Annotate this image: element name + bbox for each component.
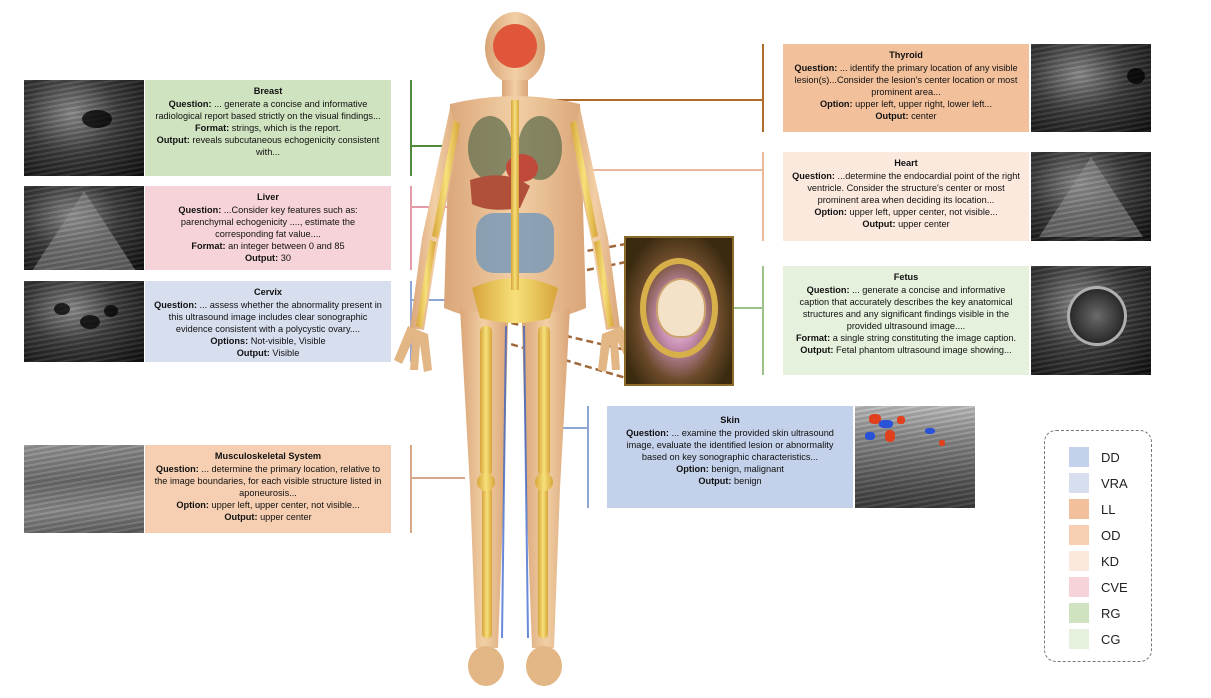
spine-shape: [511, 100, 519, 290]
right-hand-shape: [394, 326, 432, 372]
legend-swatch: [1069, 603, 1089, 623]
thyroid-ultrasound-image: [1031, 44, 1151, 132]
fetus-ultrasound-image: [1031, 266, 1151, 375]
panel-title: Heart: [894, 158, 918, 168]
thyroid-panel: Thyroid Question: ... identify the prima…: [783, 44, 1151, 132]
fetus-text-box: Fetus Question: ... generate a concise a…: [783, 266, 1029, 375]
right-lung-shape: [468, 116, 512, 180]
msk-ultrasound-image: [24, 445, 144, 533]
left-forearm-shape: [594, 240, 614, 328]
right-tibia-shape: [482, 488, 492, 638]
heart-text-box: Heart Question: ...determine the endocar…: [783, 152, 1029, 241]
output-line: Output: Fetal phantom ultrasound image s…: [800, 345, 1012, 355]
panel-title: Skin: [720, 415, 740, 425]
breast-text-box: Breast Question: ... generate a concise …: [145, 80, 391, 176]
left-tibia-shape: [538, 488, 548, 638]
output-line: Output: Visible: [236, 348, 300, 358]
legend-label: KD: [1101, 553, 1120, 569]
legend-item-kd: KD: [1069, 551, 1119, 571]
left-foot-shape: [526, 646, 562, 686]
output-line: Output: upper center: [224, 512, 312, 522]
question-line: Question: ... examine the provided skin …: [626, 428, 834, 462]
legend-swatch: [1069, 447, 1089, 467]
legend-label: OD: [1101, 527, 1121, 543]
output-line: Output: benign: [698, 476, 762, 486]
format-line: Format: an integer between 0 and 85: [191, 241, 345, 251]
option-line: Option: upper left, upper center, not vi…: [814, 207, 998, 217]
right-femur-shape: [480, 326, 492, 476]
output-line: Output: reveals subcutaneous echogenicit…: [156, 135, 380, 157]
legend-item-ll: LL: [1069, 499, 1115, 519]
skin-ultrasound-image: [855, 406, 975, 508]
brain-shape: [493, 24, 537, 68]
legend-label: CG: [1101, 631, 1121, 647]
question-line: Question: ...determine the endocardial p…: [792, 171, 1020, 205]
skin-panel: Skin Question: ... examine the provided …: [607, 406, 975, 508]
legend-item-cg: CG: [1069, 629, 1121, 649]
left-femur-shape: [538, 326, 550, 476]
liver-panel: Liver Question: ...Consider key features…: [24, 186, 391, 270]
legend-label: VRA: [1101, 475, 1128, 491]
legend-swatch: [1069, 577, 1089, 597]
options-line: Options: Not-visible, Visible: [210, 336, 326, 346]
legend-item-od: OD: [1069, 525, 1121, 545]
legend-swatch: [1069, 551, 1089, 571]
panel-title: Fetus: [893, 272, 919, 282]
question-line: Question: ... generate a concise and inf…: [799, 285, 1013, 331]
legend-swatch: [1069, 525, 1089, 545]
legend-swatch: [1069, 473, 1089, 493]
legend-label: DD: [1101, 449, 1120, 465]
skin-text-box: Skin Question: ... examine the provided …: [607, 406, 853, 508]
legend-swatch: [1069, 629, 1089, 649]
panel-title: Cervix: [253, 287, 283, 297]
legend-swatch: [1069, 499, 1089, 519]
legend-item-vra: VRA: [1069, 473, 1128, 493]
panel-title: Liver: [257, 192, 279, 202]
option-line: Option: upper left, upper right, lower l…: [819, 99, 993, 109]
legend-item-rg: RG: [1069, 603, 1121, 623]
question-line: Question: ... generate a concise and inf…: [155, 99, 381, 121]
format-line: Format: strings, which is the report.: [194, 123, 342, 133]
format-line: Format: a single string constituting the…: [795, 333, 1017, 343]
breast-ultrasound-image: [24, 80, 144, 176]
panel-title: Thyroid: [889, 50, 923, 60]
legend-item-cve: CVE: [1069, 577, 1128, 597]
cervix-ultrasound-image: [24, 281, 144, 362]
cervix-panel: Cervix Question: ... assess whether the …: [24, 281, 391, 362]
fetus-panel: Fetus Question: ... generate a concise a…: [783, 266, 1151, 375]
question-line: Question: ... assess whether the abnorma…: [154, 300, 382, 334]
legend-label: CVE: [1101, 579, 1128, 595]
cervix-text-box: Cervix Question: ... assess whether the …: [145, 281, 391, 362]
output-line: Output: center: [875, 111, 937, 121]
msk-panel: Musculoskeletal System Question: ... det…: [24, 445, 391, 533]
legend: DD VRA LL OD KD CVE RG CG: [1044, 430, 1152, 662]
panel-title: Musculoskeletal System: [214, 451, 322, 461]
breast-panel: Breast Question: ... generate a concise …: [24, 80, 391, 176]
heart-ultrasound-image: [1031, 152, 1151, 241]
fetus-inset-image: [624, 236, 734, 386]
option-line: Option: upper left, upper center, not vi…: [176, 500, 360, 510]
question-line: Question: ... determine the primary loca…: [154, 464, 382, 498]
question-line: Question: ...Consider key features such …: [178, 205, 358, 239]
question-line: Question: ... identify the primary locat…: [794, 63, 1018, 97]
output-line: Output: 30: [245, 253, 291, 263]
msk-text-box: Musculoskeletal System Question: ... det…: [145, 445, 391, 533]
panel-title: Breast: [253, 86, 283, 96]
heart-panel: Heart Question: ...determine the endocar…: [783, 152, 1151, 241]
liver-ultrasound-image: [24, 186, 144, 270]
human-body-illustration: [394, 12, 636, 686]
left-humerus-shape: [570, 120, 598, 238]
option-line: Option: benign, malignant: [676, 464, 784, 474]
right-forearm-shape: [416, 240, 436, 328]
right-foot-shape: [468, 646, 504, 686]
legend-item-dd: DD: [1069, 447, 1120, 467]
right-humerus-shape: [432, 120, 460, 238]
liver-text-box: Liver Question: ...Consider key features…: [145, 186, 391, 270]
pelvis-shape: [472, 278, 558, 323]
output-line: Output: upper center: [862, 219, 950, 229]
thyroid-text-box: Thyroid Question: ... identify the prima…: [783, 44, 1029, 132]
legend-label: RG: [1101, 605, 1121, 621]
legend-label: LL: [1101, 501, 1116, 517]
